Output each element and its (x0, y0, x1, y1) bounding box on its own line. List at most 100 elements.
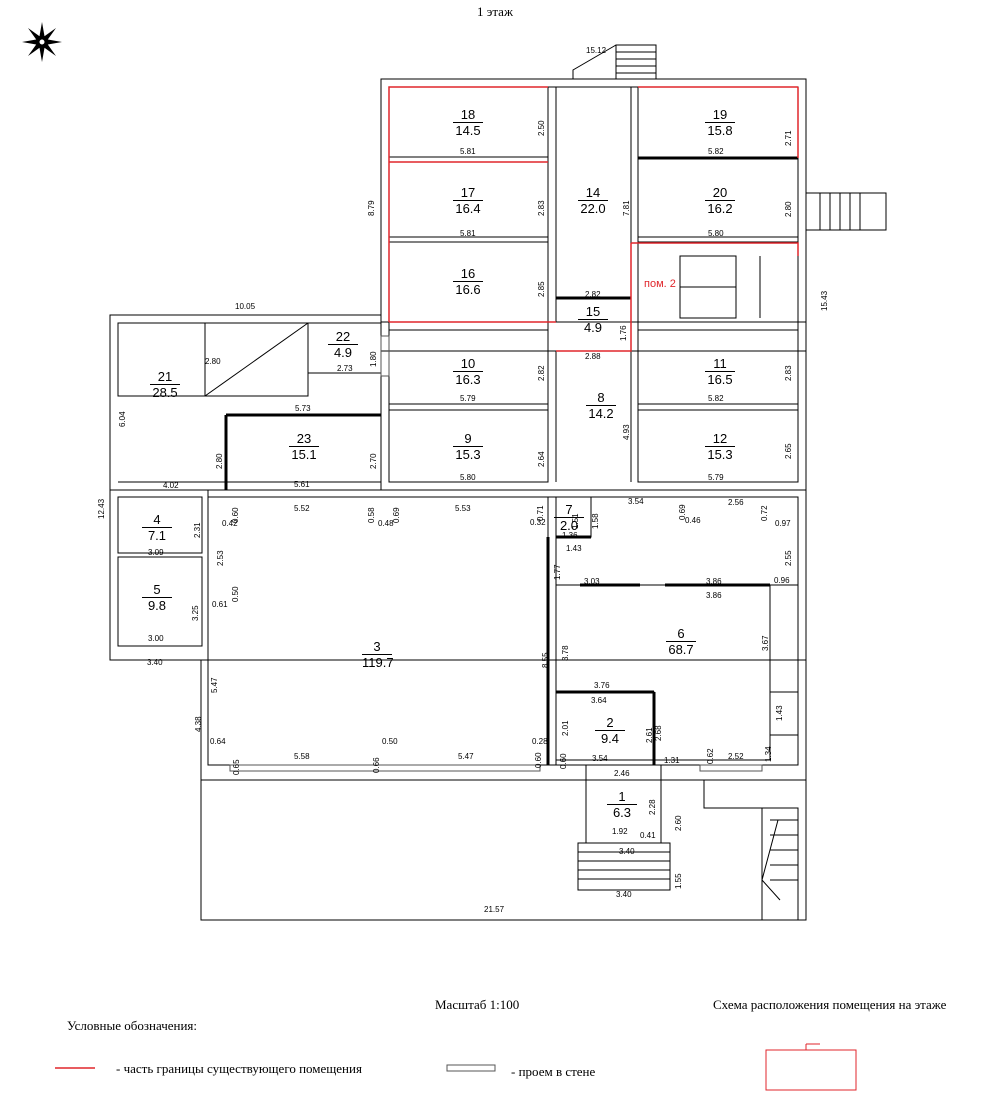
thick-walls (224, 156, 798, 765)
room-number: 3 (373, 639, 381, 654)
dimension-label: 3.86 (706, 591, 722, 600)
dimension-label: 2.31 (193, 522, 202, 538)
dimension-label: 0.28 (532, 737, 548, 746)
legend-samples (55, 1064, 496, 1072)
dimension-label: 0.96 (774, 576, 790, 585)
room-area: 15.8 (705, 121, 735, 138)
dimension-label: 2.64 (537, 451, 546, 467)
room-area: 16.5 (705, 370, 735, 387)
dimension-label: 2.71 (784, 130, 793, 146)
room-number: 17 (460, 185, 476, 200)
room-number: 5 (153, 582, 161, 597)
legend-red-text: - часть границы существующего помещения (116, 1061, 362, 1076)
scheme-title: Схема расположения помещения на этаже (713, 997, 947, 1012)
room-area: 119.7 (362, 653, 394, 670)
dimension-label: 3.40 (616, 890, 632, 899)
room-area: 4.9 (578, 318, 608, 335)
dimension-label: 2.80 (784, 201, 793, 217)
legend-title: Условные обозначения: (67, 1018, 198, 1033)
room-area: 9.8 (142, 596, 172, 613)
dimension-label: 5.47 (210, 677, 219, 693)
dimension-label: 1.34 (764, 746, 773, 762)
dimension-label: 3.54 (628, 497, 644, 506)
dimension-label: 5.73 (295, 404, 311, 413)
room-area: 15.1 (289, 445, 319, 462)
dimension-label: 2.61 (645, 727, 654, 743)
dimension-label: 1.51 (571, 513, 580, 529)
dimension-label: 2.50 (537, 120, 546, 136)
dimension-label: 3.00 (148, 634, 164, 643)
dimension-label: 1.92 (612, 827, 628, 836)
dimension-label: 8.55 (541, 652, 550, 668)
dimension-label: 2.73 (337, 364, 353, 373)
dimension-label: 12.43 (97, 498, 106, 519)
pom2-label: пом. 2 (644, 278, 676, 290)
room-number: 6 (677, 626, 685, 641)
boundary-existing-premises (388, 86, 799, 352)
dimension-label: 3.25 (191, 605, 200, 621)
dimension-label: 3.40 (147, 658, 163, 667)
dimension-label: 15.43 (820, 290, 829, 311)
dimension-label: 0.42 (222, 519, 238, 528)
dimension-label: 4.02 (163, 481, 179, 490)
room-number: 9 (464, 431, 472, 446)
room-number: 1 (618, 789, 626, 804)
dimension-label: 0.97 (775, 519, 791, 528)
dimension-label: 2.80 (215, 453, 224, 469)
dimension-label: 6.04 (118, 411, 127, 427)
room-number: 11 (713, 356, 727, 371)
dimension-label: 2.80 (205, 357, 221, 366)
dimension-label: 1.31 (664, 756, 680, 765)
room-number: 2 (606, 715, 614, 730)
room-number: 4 (153, 512, 161, 527)
dimension-label: 2.28 (648, 799, 657, 815)
room-area: 4.9 (328, 343, 358, 360)
dimension-label: 2.60 (674, 815, 683, 831)
dimension-label: 0.64 (210, 737, 226, 746)
dimension-label: 2.01 (561, 720, 570, 736)
room-area: 16.4 (453, 199, 483, 216)
dimension-label: 3.64 (591, 696, 607, 705)
room-area: 22.0 (578, 199, 608, 216)
dimension-label: 0.61 (212, 600, 228, 609)
dimension-label: 5.80 (708, 229, 724, 238)
mini-scheme (765, 1043, 857, 1091)
dimension-label: 2.70 (369, 453, 378, 469)
dimension-label: 5.80 (460, 473, 476, 482)
dimension-label: 10.05 (235, 302, 256, 311)
room-area: 14.5 (453, 121, 483, 138)
room-number: 14 (585, 185, 601, 200)
room-area: 14.2 (586, 404, 616, 421)
dimension-label: 2.82 (537, 365, 546, 381)
room-area: 28.5 (150, 383, 180, 400)
dimension-label: 0.72 (760, 505, 769, 521)
dimension-label: 3.86 (706, 577, 722, 586)
room-number: 18 (460, 107, 476, 122)
room-number: 20 (712, 185, 728, 200)
room-area: 16.3 (453, 370, 483, 387)
dimension-label: 3.54 (592, 754, 608, 763)
dimension-label: 21.57 (484, 905, 505, 914)
floor-title: 1 этаж (477, 4, 513, 19)
dimension-label: 2.68 (654, 725, 663, 741)
dimension-label: 1.58 (591, 513, 600, 529)
room-area: 7.1 (142, 526, 172, 543)
room-area: 15.3 (453, 445, 483, 462)
room-area: 6.3 (607, 803, 637, 820)
dimension-label: 8.79 (367, 200, 376, 216)
dimension-label: 2.46 (614, 769, 630, 778)
room-number: 10 (460, 356, 476, 371)
dimension-label: 0.32 (530, 518, 546, 527)
dimension-label: 5.82 (708, 394, 724, 403)
dimension-label: 1.43 (775, 705, 784, 721)
dimension-label: 0.66 (372, 757, 381, 773)
room-number: 7 (565, 502, 573, 517)
